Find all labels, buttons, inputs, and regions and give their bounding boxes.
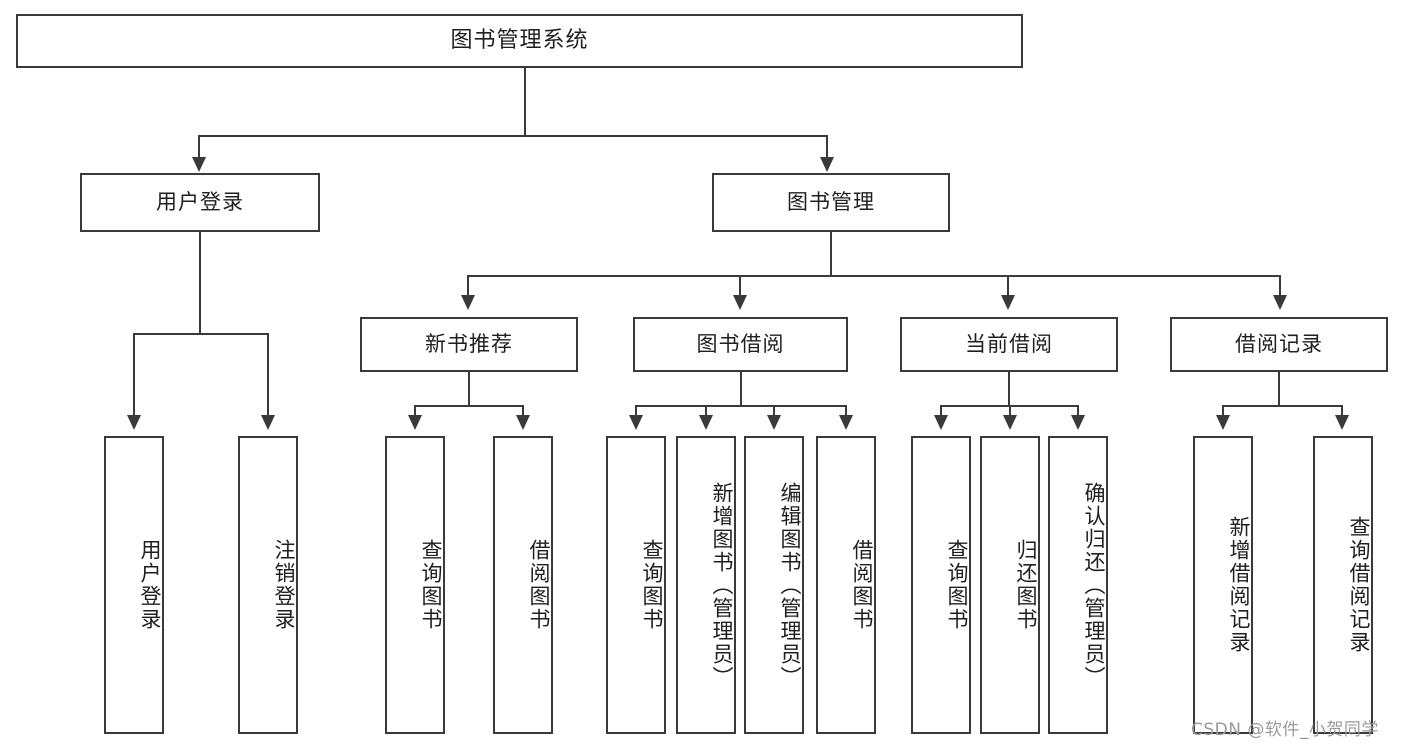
connector-book-borrow-drop-4 — [845, 405, 847, 417]
arrowhead-to-user-login — [192, 157, 206, 172]
arrowhead-book-borrow-child-3 — [767, 415, 781, 430]
connector-root-drop-left — [198, 135, 200, 159]
node-label: 借阅记录 — [1235, 332, 1323, 357]
arrowhead-book-borrow-child-2 — [699, 415, 713, 430]
arrowhead-book-borrow-child-1 — [629, 415, 643, 430]
connector-user-login-bar — [133, 333, 268, 335]
node-label: 查询图书 — [419, 539, 443, 631]
node-label: 借阅图书 — [850, 539, 874, 631]
arrowhead-new-book-child-1 — [408, 415, 422, 430]
leaf-user-login-logout[interactable]: 注销登录 — [238, 436, 298, 734]
node-borrow-record[interactable]: 借阅记录 — [1170, 317, 1388, 372]
leaf-current-borrow-return[interactable]: 归还图书 — [980, 436, 1040, 734]
connector-root-drop-right — [826, 135, 828, 159]
node-label: 确认归还（管理员） — [1082, 481, 1106, 689]
node-label: 借阅图书 — [527, 539, 551, 631]
leaf-borrow-record-query[interactable]: 查询借阅记录 — [1313, 436, 1373, 734]
arrowhead-borrow-record-child-2 — [1335, 415, 1349, 430]
leaf-new-book-borrow[interactable]: 借阅图书 — [493, 436, 553, 734]
connector-book-manage-drop-1 — [467, 275, 469, 297]
node-label: 当前借阅 — [965, 332, 1053, 357]
connector-borrow-record-drop-2 — [1341, 405, 1343, 417]
node-label: 新书推荐 — [425, 332, 513, 357]
arrowhead-user-login-2 — [261, 415, 275, 430]
node-label: 归还图书 — [1014, 539, 1038, 631]
node-label: 图书管理系统 — [450, 28, 589, 54]
connector-root-stem — [524, 68, 526, 136]
leaf-book-borrow-edit[interactable]: 编辑图书（管理员） — [744, 436, 804, 734]
connector-borrow-record-drop-1 — [1222, 405, 1224, 417]
node-book-management[interactable]: 图书管理 — [712, 173, 950, 232]
node-user-login[interactable]: 用户登录 — [80, 173, 320, 232]
node-label: 用户登录 — [138, 539, 162, 631]
connector-book-borrow-drop-1 — [635, 405, 637, 417]
connector-new-book-drop-1 — [414, 405, 416, 417]
arrowhead-book-borrow-child-4 — [839, 415, 853, 430]
connector-book-manage-drop-4 — [1279, 275, 1281, 297]
arrowhead-user-login-1 — [127, 415, 141, 430]
node-current-borrow[interactable]: 当前借阅 — [900, 317, 1118, 372]
connector-book-borrow-bar — [635, 405, 847, 407]
arrowhead-current-borrow-child-2 — [1003, 415, 1017, 430]
arrowhead-current-borrow-child-3 — [1071, 415, 1085, 430]
connector-current-borrow-drop-3 — [1077, 405, 1079, 417]
node-root-system[interactable]: 图书管理系统 — [16, 14, 1023, 68]
node-label: 查询借阅记录 — [1347, 516, 1371, 654]
connector-book-borrow-stem — [740, 372, 742, 406]
arrowhead-current-borrow-child-1 — [934, 415, 948, 430]
node-label: 用户登录 — [156, 190, 244, 215]
connector-borrow-record-bar — [1222, 405, 1343, 407]
leaf-book-borrow-query[interactable]: 查询图书 — [606, 436, 666, 734]
node-label: 新增图书（管理员） — [710, 481, 734, 689]
connector-current-borrow-stem — [1008, 372, 1010, 406]
connector-current-borrow-drop-1 — [940, 405, 942, 417]
connector-user-login-drop-2 — [267, 333, 269, 417]
leaf-current-borrow-confirm[interactable]: 确认归还（管理员） — [1048, 436, 1108, 734]
connector-book-manage-drop-3 — [1007, 275, 1009, 297]
connector-book-borrow-drop-2 — [705, 405, 707, 417]
connector-book-manage-drop-2 — [739, 275, 741, 297]
node-label: 注销登录 — [272, 539, 296, 631]
connector-book-manage-bar — [467, 275, 1281, 277]
connector-new-book-drop-2 — [522, 405, 524, 417]
arrowhead-to-book-manage — [820, 157, 834, 172]
connector-current-borrow-drop-2 — [1009, 405, 1011, 417]
connector-root-bar — [198, 135, 827, 137]
leaf-new-book-query[interactable]: 查询图书 — [385, 436, 445, 734]
connector-book-borrow-drop-3 — [773, 405, 775, 417]
leaf-user-login-login[interactable]: 用户登录 — [104, 436, 164, 734]
node-new-book-recommend[interactable]: 新书推荐 — [360, 317, 578, 372]
arrowhead-book-borrow — [733, 295, 747, 310]
node-label: 查询图书 — [640, 539, 664, 631]
connector-borrow-record-stem — [1278, 372, 1280, 406]
arrowhead-borrow-record-child-1 — [1216, 415, 1230, 430]
connector-book-manage-stem — [830, 232, 832, 276]
connector-user-login-stem — [199, 232, 201, 334]
connector-user-login-drop-1 — [133, 333, 135, 417]
arrowhead-new-book-child-2 — [516, 415, 530, 430]
node-label: 查询图书 — [945, 539, 969, 631]
leaf-current-borrow-query[interactable]: 查询图书 — [911, 436, 971, 734]
connector-new-book-stem — [468, 372, 470, 406]
csdn-watermark: CSDN @软件_小贺同学 — [1191, 720, 1379, 740]
arrowhead-new-book — [461, 295, 475, 310]
node-label: 编辑图书（管理员） — [778, 481, 802, 689]
leaf-borrow-record-add[interactable]: 新增借阅记录 — [1193, 436, 1253, 734]
node-label: 新增借阅记录 — [1227, 516, 1251, 654]
node-label: 图书借阅 — [696, 332, 785, 357]
node-book-borrow[interactable]: 图书借阅 — [633, 317, 848, 372]
leaf-book-borrow-add[interactable]: 新增图书（管理员） — [676, 436, 736, 734]
connector-new-book-bar — [414, 405, 524, 407]
arrowhead-current-borrow — [1001, 295, 1015, 310]
arrowhead-borrow-record — [1273, 295, 1287, 310]
leaf-book-borrow-borrow[interactable]: 借阅图书 — [816, 436, 876, 734]
node-label: 图书管理 — [787, 190, 875, 215]
